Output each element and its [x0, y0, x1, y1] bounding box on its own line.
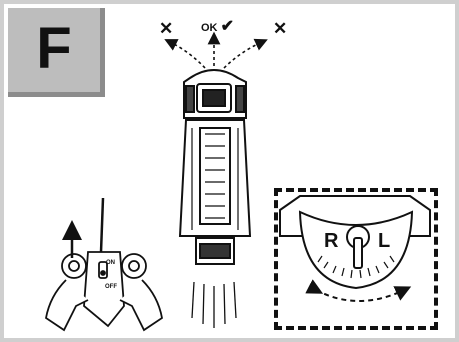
switch-off-label: OFF — [105, 284, 117, 290]
motion-lines — [192, 282, 236, 328]
left-arrow — [170, 42, 205, 68]
ok-direction-label: OK ✔ — [201, 16, 234, 36]
antenna — [101, 198, 103, 252]
check-icon: ✔ — [221, 18, 234, 35]
wrong-direction-left-mark: ✕ — [159, 19, 173, 39]
dial-detail-inset — [274, 188, 438, 330]
switch-on-label: ON — [106, 260, 115, 266]
direction-arrows — [170, 38, 262, 68]
wrong-direction-right-mark: ✕ — [273, 19, 287, 39]
vehicle-top-view — [180, 70, 250, 264]
right-arrow — [224, 42, 262, 68]
ok-text: OK — [201, 22, 218, 34]
remote-controller — [46, 198, 162, 330]
